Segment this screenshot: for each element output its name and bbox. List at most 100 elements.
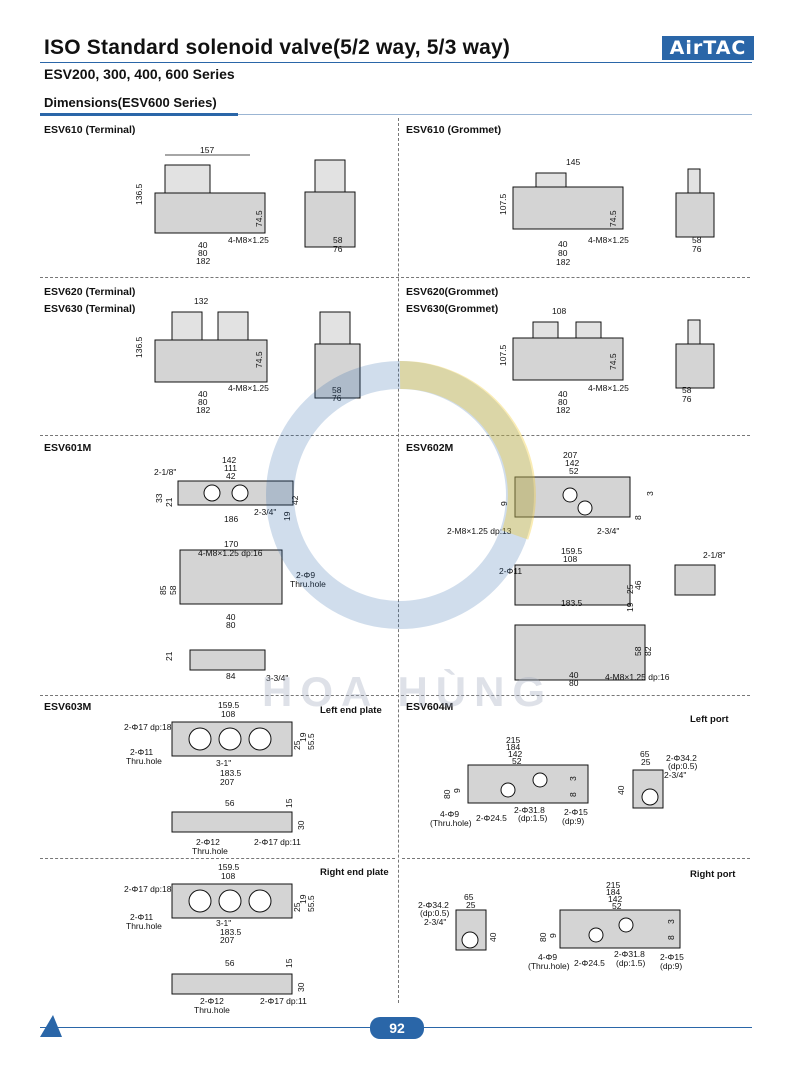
dim: 2-Φ9 — [296, 570, 315, 580]
dim: 136.5 — [134, 183, 144, 205]
dim: 80 — [558, 397, 568, 407]
dim: 215 — [506, 735, 520, 745]
dim: 4-M8×1.25 — [228, 235, 269, 245]
row-divider-4-left — [40, 858, 395, 859]
dim: 3-1" — [216, 918, 231, 928]
drawing-esv603m-left: 159.5 108 2-Φ17 dp:18 2-Φ11 Thru.hole 3-… — [124, 700, 316, 856]
dim: 159.5 — [218, 862, 240, 872]
dim: (dp:0.5) — [420, 908, 449, 918]
dim: 40 — [226, 612, 236, 622]
dim: 25 — [625, 584, 635, 594]
dim: 25 — [466, 900, 476, 910]
dim: 21 — [164, 651, 174, 661]
dim: 2-Φ34.2 — [418, 900, 449, 910]
dim: 107.5 — [498, 193, 508, 215]
dim: 2-Φ17 dp:18 — [124, 884, 172, 894]
dim: 111 — [224, 463, 237, 473]
dim: 19 — [282, 511, 292, 521]
dim: 142 — [222, 455, 236, 465]
dim: 145 — [566, 157, 580, 167]
dim: 76 — [333, 244, 343, 254]
dim: 2-Φ15 — [660, 952, 684, 962]
dim: 15 — [284, 798, 294, 808]
dim: 2-Φ31.8 — [514, 805, 545, 815]
dim: 107.5 — [498, 344, 508, 366]
dim: 9 — [499, 501, 509, 506]
dim: 76 — [692, 244, 702, 254]
dim: (dp:9) — [562, 816, 584, 826]
dim: 159.5 — [561, 546, 583, 556]
dim: 56 — [225, 958, 235, 968]
dim: 4-Φ9 — [440, 809, 459, 819]
dim: (Thru.hole) — [528, 961, 570, 971]
dim: 207 — [563, 450, 577, 460]
dim: 80 — [442, 789, 452, 799]
dim: 2-Φ12 — [196, 837, 220, 847]
dim: 2-Φ11 — [130, 912, 153, 922]
dim: 3 — [666, 919, 676, 924]
dim: 2-Φ11 — [499, 566, 522, 576]
dim: 3 — [568, 776, 578, 781]
dim: 19 — [625, 602, 635, 612]
dim: 80 — [558, 248, 568, 258]
watermark-text: HOA HÙNG — [262, 668, 554, 715]
panel-label-esv601m: ESV601M — [44, 442, 92, 454]
dim: 19 — [298, 732, 308, 742]
dim: (dp:1.5) — [616, 958, 645, 968]
dim: Thru.hole — [194, 1005, 230, 1015]
dim: 19 — [298, 894, 308, 904]
dim: 40 — [558, 389, 568, 399]
dim: 2-Φ34.2 — [666, 753, 697, 763]
dim: 2-Φ24.5 — [476, 813, 507, 823]
dim: 74.5 — [254, 351, 264, 368]
dim: 65 — [464, 892, 474, 902]
dim: 52 — [612, 901, 622, 911]
dim: Thru.hole — [126, 756, 162, 766]
dim: 2-Φ11 — [130, 747, 153, 757]
dim: 182 — [556, 257, 570, 267]
dim: 108 — [221, 709, 235, 719]
dim: Thru.hole — [126, 921, 162, 931]
left-end-plate-label: Left end plate — [320, 705, 382, 716]
dim: 76 — [332, 393, 342, 403]
dim: 182 — [196, 256, 210, 266]
dim: 25 — [641, 757, 651, 767]
dim: 183.5 — [220, 768, 242, 778]
row-divider-3 — [40, 695, 750, 696]
dim: 142 — [508, 749, 522, 759]
drawing-esv620-terminal: 132 136.5 74.5 40 80 182 4-M8×1.25 58 76 — [134, 296, 361, 415]
column-divider — [398, 118, 399, 1003]
dim: 108 — [552, 306, 566, 316]
dim: 8 — [568, 792, 578, 797]
section-title: Dimensions(ESV600 Series) — [44, 95, 217, 110]
dim: 2-3/4" — [424, 917, 446, 927]
panel-label-esv603m: ESV603M — [44, 701, 92, 713]
dim: 142 — [608, 894, 622, 904]
dim: 52 — [512, 756, 522, 766]
dim: 80 — [198, 248, 208, 258]
dim: 2-Φ24.5 — [574, 958, 605, 968]
dim: 142 — [565, 458, 579, 468]
dim: 2-1/8" — [154, 467, 176, 477]
dim: 9 — [548, 933, 558, 938]
dim: 58 — [332, 385, 342, 395]
panel-label-esv630-terminal: ESV630 (Terminal) — [44, 303, 136, 315]
dim: 40 — [198, 240, 208, 250]
panel-label-esv620-terminal: ESV620 (Terminal) — [44, 286, 136, 298]
right-end-plate-label: Right end plate — [320, 867, 389, 878]
dim: 80 — [538, 932, 548, 942]
dim: 40 — [558, 239, 568, 249]
dim: 2-3/4" — [254, 507, 276, 517]
dim: 56 — [225, 798, 235, 808]
dim: 8 — [666, 935, 676, 940]
dim: 207 — [220, 777, 234, 787]
dim: 159.5 — [218, 700, 240, 710]
dim: 85 — [158, 585, 168, 595]
dim: 4-M8×1.25 — [588, 383, 629, 393]
dim: 25 — [292, 902, 302, 912]
dim: 170 — [224, 539, 238, 549]
dim: 58 — [633, 646, 643, 656]
dim: 8 — [633, 515, 643, 520]
dim: 40 — [198, 389, 208, 399]
airtac-logo: AirTAC — [662, 36, 754, 60]
